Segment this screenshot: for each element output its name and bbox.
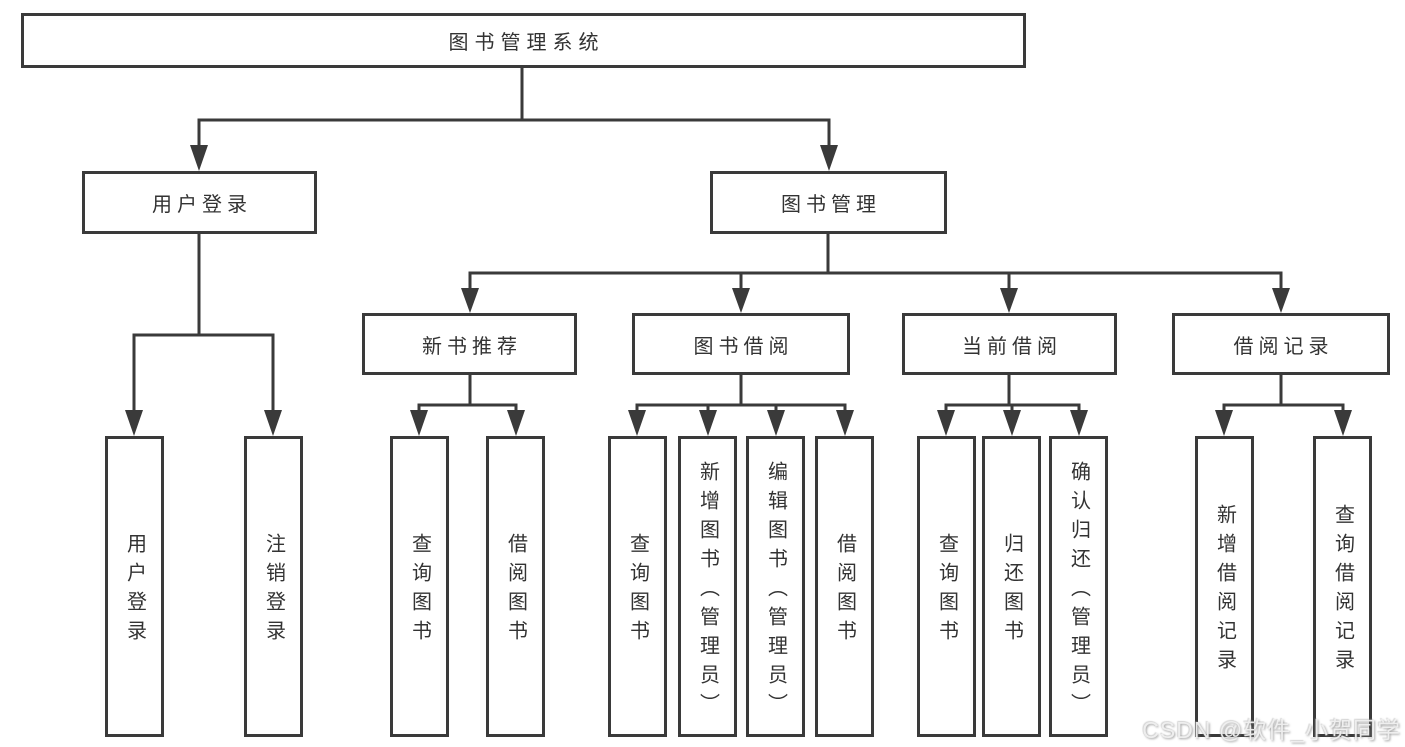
- node-book-management: 图书管理: [710, 171, 947, 234]
- leaf-label: 归还图书: [1000, 533, 1023, 649]
- leaf-label: 编辑图书（管理员）: [764, 460, 787, 722]
- node-library-management-system: 图书管理系统: [21, 13, 1026, 68]
- leaf-label: 新增图书（管理员）: [696, 460, 719, 722]
- leaf-query-books: 查询图书: [917, 436, 976, 737]
- leaf-add-books-admin: 新增图书（管理员）: [678, 436, 737, 737]
- node-label: 图书管理: [781, 194, 881, 216]
- leaf-confirm-return-admin: 确认归还（管理员）: [1049, 436, 1108, 737]
- node-label: 借阅记录: [1233, 335, 1334, 358]
- leaf-query-borrow-record: 查询借阅记录: [1313, 436, 1372, 737]
- leaf-label: 新增借阅记录: [1213, 504, 1236, 678]
- leaf-label: 用户登录: [123, 533, 146, 649]
- node-label: 图书借阅: [693, 335, 794, 358]
- watermark: CSDN @软件_小贺同学: [1142, 717, 1401, 743]
- leaf-query-books: 查询图书: [608, 436, 667, 737]
- leaf-borrow-books: 借阅图书: [815, 436, 874, 737]
- node-user-login: 用户登录: [82, 171, 317, 234]
- leaf-label: 借阅图书: [833, 533, 856, 649]
- leaf-label: 确认归还（管理员）: [1067, 460, 1090, 722]
- node-new-book-recommend: 新书推荐: [362, 313, 577, 375]
- leaf-label: 查询图书: [935, 533, 958, 649]
- leaf-query-books: 查询图书: [390, 436, 449, 737]
- leaf-return-books: 归还图书: [982, 436, 1041, 737]
- node-label: 新书推荐: [422, 335, 522, 358]
- leaf-label: 查询借阅记录: [1331, 504, 1354, 678]
- leaf-edit-books-admin: 编辑图书（管理员）: [746, 436, 805, 737]
- leaf-add-borrow-record: 新增借阅记录: [1195, 436, 1254, 737]
- leaf-user-login: 用户登录: [105, 436, 164, 737]
- node-borrow-record: 借阅记录: [1172, 313, 1390, 375]
- node-label: 用户登录: [152, 194, 252, 216]
- leaf-borrow-books: 借阅图书: [486, 436, 545, 737]
- node-current-borrow: 当前借阅: [902, 313, 1117, 375]
- leaf-label: 借阅图书: [504, 533, 527, 649]
- node-label: 图书管理系统: [448, 32, 605, 54]
- node-book-borrow: 图书借阅: [632, 313, 850, 375]
- leaf-logout: 注销登录: [244, 436, 303, 737]
- leaf-label: 注销登录: [262, 533, 285, 649]
- leaf-label: 查询图书: [626, 533, 649, 649]
- leaf-label: 查询图书: [408, 533, 431, 649]
- node-label: 当前借阅: [962, 335, 1062, 358]
